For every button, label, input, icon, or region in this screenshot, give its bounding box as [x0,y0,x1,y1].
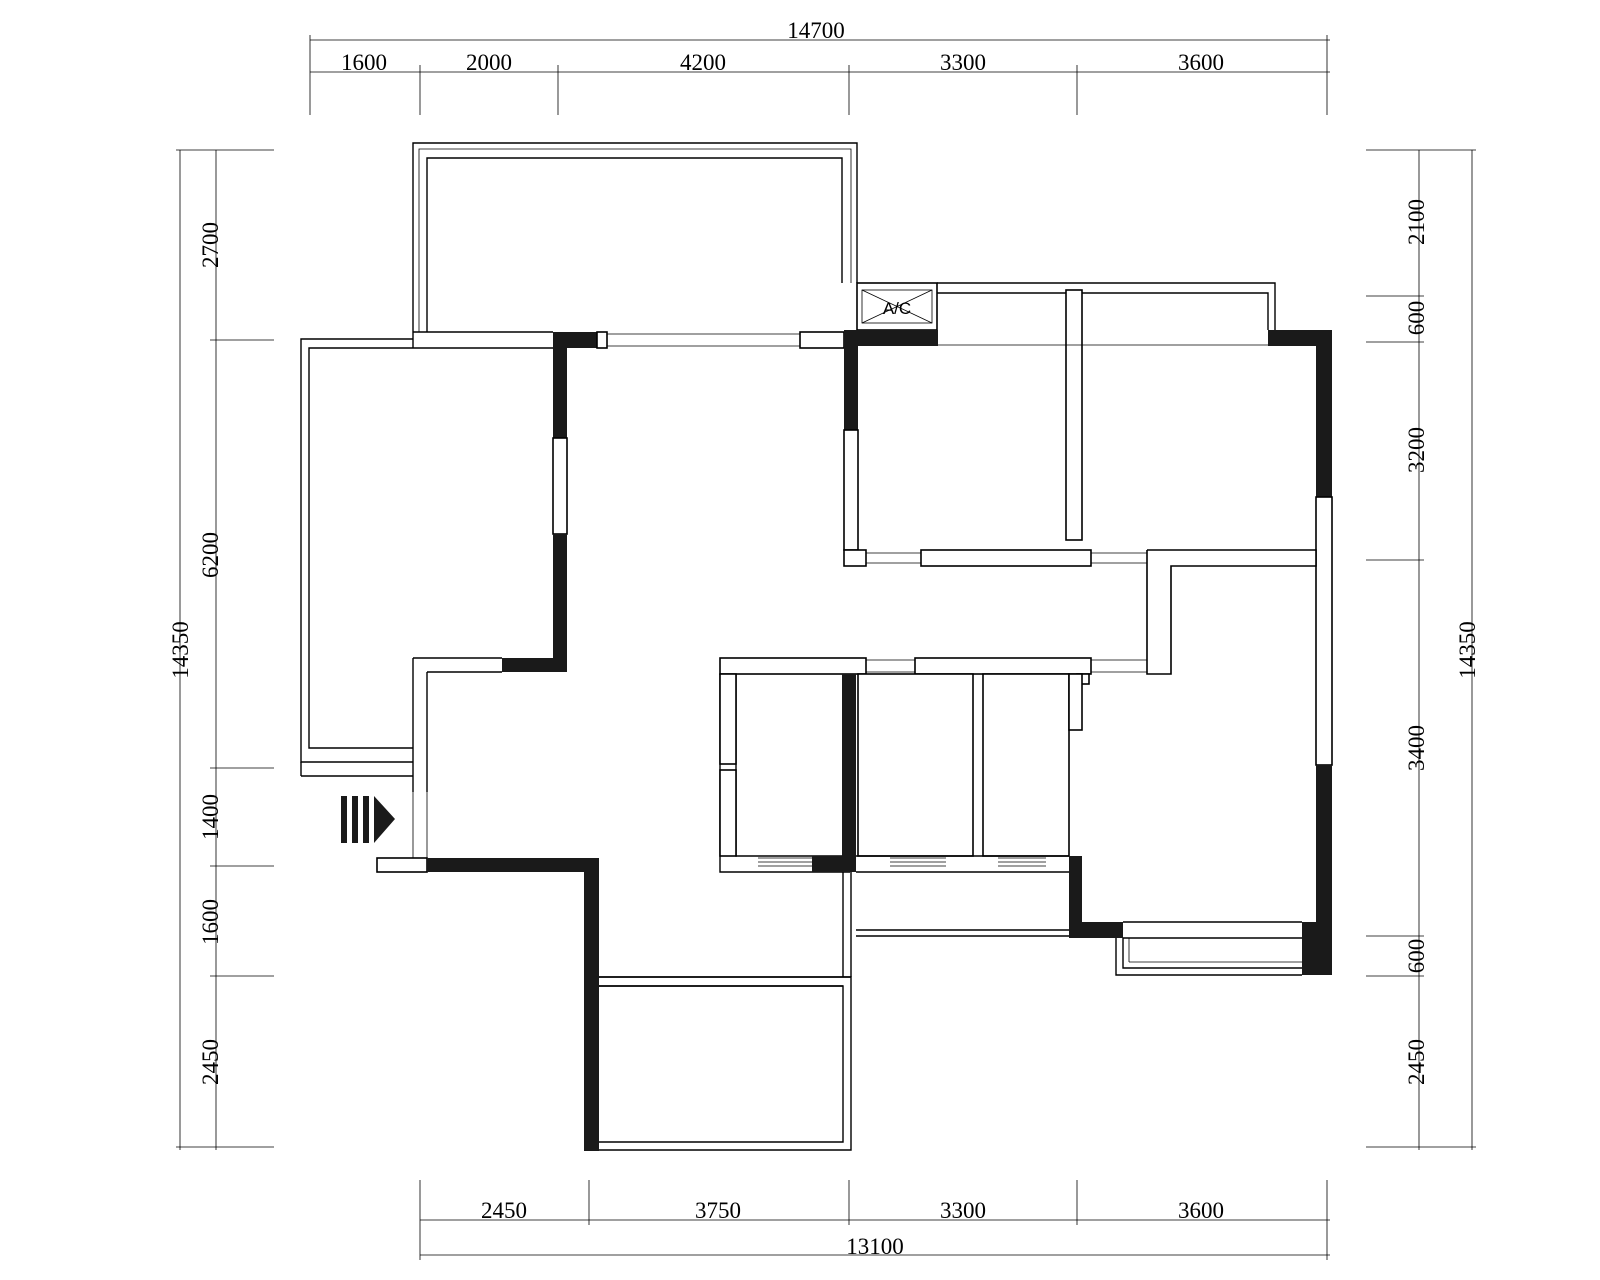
left-total-dimension: 14350 [168,621,193,679]
right-dimension-6: 2450 [1404,1039,1429,1085]
right-dimension-3: 3200 [1404,427,1429,473]
right-dimension-1: 2100 [1404,199,1429,245]
left-dimension-2: 6200 [198,532,223,578]
top-balcony [412,142,858,349]
bottom-right-room [1115,765,1332,976]
top-dimension-1: 1600 [341,50,387,75]
bottom-balcony [599,872,852,1151]
bottom-dimension-3: 3300 [940,1198,986,1223]
left-bearing-walls [502,331,845,672]
top-total-dimension: 14700 [787,18,845,43]
top-dimension-3: 4200 [680,50,726,75]
left-dimension-group: 14350 2700 6200 1400 1600 2450 [168,149,274,1150]
bottom-dimension-1: 2450 [481,1198,527,1223]
right-dimension-5: 600 [1404,939,1429,974]
left-dimension-3: 1400 [198,794,223,840]
left-room-outline [300,338,502,792]
right-dimension-2: 600 [1404,301,1429,336]
bottom-windows [758,855,1069,873]
right-dimension-group: 2100 600 3200 3400 600 2450 14350 [1366,149,1480,1150]
bottom-dimension-4: 3600 [1178,1198,1224,1223]
entrance-arrow-icon [341,796,395,843]
bottom-dimension-group: 2450 3750 3300 3600 13100 [419,1180,1330,1260]
left-dimension-1: 2700 [198,222,223,268]
left-dimension-5: 2450 [198,1039,223,1085]
top-dimension-2: 2000 [466,50,512,75]
middle-rooms [719,657,1147,938]
top-dimension-4: 3300 [940,50,986,75]
right-total-dimension: 14350 [1455,621,1480,679]
right-dimension-4: 3400 [1404,725,1429,771]
left-dimension-4: 1600 [198,899,223,945]
bottom-dimension-2: 3750 [695,1198,741,1223]
top-right-rooms [843,282,1333,766]
bottom-total-dimension: 13100 [846,1234,904,1259]
top-dimension-5: 3600 [1178,50,1224,75]
top-dimension-group: 14700 1600 2000 4200 3300 3600 [309,18,1330,115]
ac-label: A/C [883,299,911,318]
ac-unit: A/C [856,282,938,331]
entrance [341,792,599,1151]
